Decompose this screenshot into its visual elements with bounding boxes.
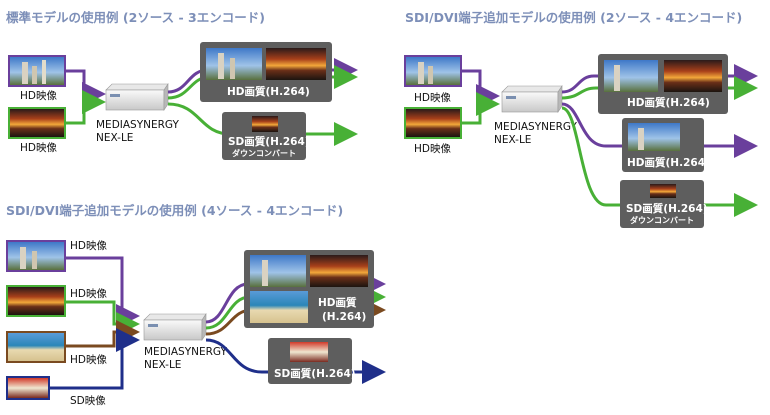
sd-output-box: SD画質(H.264) ダウンコンバート — [222, 112, 310, 160]
source-thumb-sunset-3 — [6, 285, 66, 317]
hd-output-box-3: HD画質 (H.264) — [244, 250, 374, 328]
source1-label: HD映像 — [20, 90, 57, 102]
device-box-2 — [501, 85, 563, 113]
source4-label-3: SD映像 — [70, 395, 106, 407]
input-arrow-purple — [66, 69, 106, 106]
source-thumb-city-3 — [6, 240, 66, 272]
section-sdi-2src: SDI/DVI端子追加モデルの使用例 (2ソース - 4エンコード) HD映像 … — [404, 10, 758, 228]
device-model-2: NEX-LE — [494, 134, 531, 146]
output-arrow-green-2b — [561, 106, 758, 217]
source-thumb-sunset — [8, 107, 66, 139]
source2-label-2: HD映像 — [414, 143, 451, 155]
section-standard: 標準モデルの使用例 (2ソース - 3エンコード) HD映像 HD映像 MEDI… — [6, 10, 358, 160]
input-arrow-green — [66, 90, 106, 125]
section-standard-title: 標準モデルの使用例 (2ソース - 3エンコード) — [6, 10, 265, 25]
hd-output-box-2b: HD画質(H.264) — [622, 118, 710, 172]
source3-label-3: HD映像 — [70, 354, 107, 366]
section-sdi-4src: SDI/DVI端子追加モデルの使用例 (4ソース - 4エンコード) HD映像 … — [6, 203, 386, 407]
sd-box-label: SD画質(H.264) — [228, 135, 310, 148]
source-thumb-city-2 — [404, 55, 462, 87]
device-model-3: NEX-LE — [144, 359, 181, 371]
output-arrow-navy-3 — [205, 338, 386, 384]
hd-output-box: HD画質(H.264) — [200, 42, 332, 102]
sd-box-sub: ダウンコンバート — [232, 148, 296, 158]
input-arrow-green-2 — [462, 92, 500, 125]
hd-box2-label: HD画質(H.264) — [627, 156, 710, 169]
input-arrow-navy-3 — [50, 328, 140, 390]
hd-box1-label: HD画質(H.264) — [627, 96, 710, 109]
section-sdi-2src-title: SDI/DVI端子追加モデルの使用例 (2ソース - 4エンコード) — [405, 10, 742, 25]
sd-box-sub-2: ダウンコンバート — [630, 215, 694, 225]
sd-output-box-3: SD画質(H.264) — [268, 338, 356, 384]
source1-label-2: HD映像 — [414, 92, 451, 104]
source-thumb-beach — [6, 331, 66, 363]
sd-box-label-3: SD画質(H.264) — [274, 367, 356, 380]
source2-label-3: HD映像 — [70, 288, 107, 300]
source2-label: HD映像 — [20, 142, 57, 154]
source-thumb-sunset-2 — [404, 107, 462, 139]
section-sdi-4src-title: SDI/DVI端子追加モデルの使用例 (4ソース - 4エンコード) — [6, 203, 343, 218]
source1-label-3: HD映像 — [70, 240, 107, 252]
sd-box-label-2: SD画質(H.264) — [626, 202, 708, 215]
device-box — [105, 83, 169, 111]
output-arrow-purple-2a — [561, 64, 758, 94]
output-arrow-green-2a — [561, 76, 758, 100]
source-thumb-market — [6, 376, 50, 400]
source-thumb-city — [8, 55, 66, 87]
hd-box-label-3b: (H.264) — [322, 311, 366, 323]
output-arrow-purple-2b — [561, 102, 758, 158]
device-box-3 — [143, 313, 207, 341]
input-arrow-green-3 — [66, 300, 140, 336]
hd-box-label-3a: HD画質 — [318, 296, 357, 309]
sd-output-box-2: SD画質(H.264) ダウンコンバート — [620, 180, 708, 228]
input-arrow-purple-2 — [462, 69, 500, 108]
device-name-3: MEDIASYNERGY — [144, 346, 228, 358]
input-arrow-purple-3 — [66, 256, 140, 328]
hd-output-box-2a: HD画質(H.264) — [598, 54, 728, 114]
hd-box-label: HD画質(H.264) — [227, 85, 310, 98]
device-name: MEDIASYNERGY — [96, 119, 180, 131]
device-model: NEX-LE — [96, 132, 133, 144]
device-name-2: MEDIASYNERGY — [494, 121, 578, 133]
